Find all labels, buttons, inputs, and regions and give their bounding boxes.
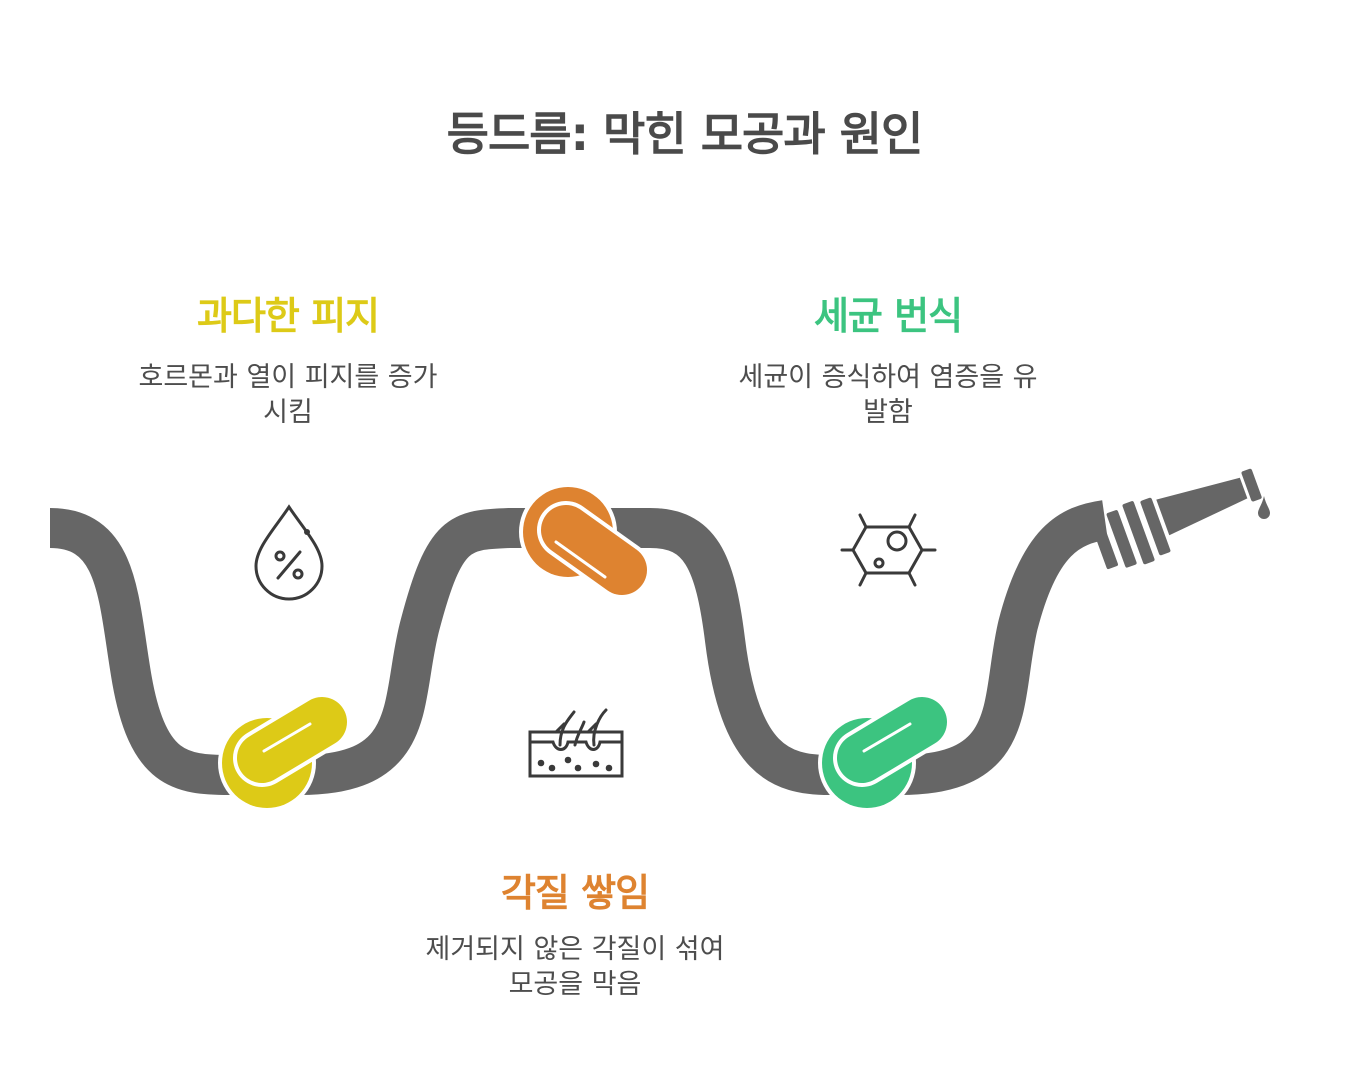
step-keratin-desc-line1: 제거되지 않은 각질이 섞여 [425,934,725,965]
step-oil-description: 호르몬과 열이 피지를 증가 시킴 [98,360,478,430]
hose [48,500,1109,795]
step-keratin-desc-line2: 모공을 막음 [508,969,642,1000]
knot-oil [218,693,351,812]
bacteria-virus-icon [840,513,937,587]
step-keratin-heading: 각질 쌓임 [500,871,650,915]
step-bacteria-heading: 세균 번식 [813,294,963,338]
page-title: 등드름: 막힌 모공과 원인 [446,107,924,161]
skin-layer-hair-icon [528,708,624,778]
step-bacteria-desc-line1: 세균이 증식하여 염증을 유 [738,362,1038,393]
step-oil-desc-line1: 호르몬과 열이 피지를 증가 [138,362,438,393]
water-drop [1258,496,1270,519]
knot-keratin [519,483,651,599]
step-bacteria-description: 세균이 증식하여 염증을 유 발함 [698,360,1078,430]
step-bacteria-desc-line2: 발함 [863,397,913,428]
knot-bacteria [818,693,951,812]
step-oil-desc-line2: 시킴 [263,397,313,428]
step-keratin-description: 제거되지 않은 각질이 섞여 모공을 막음 [385,932,765,1002]
oil-drop-percent-icon [254,504,324,601]
hose-nozzle [1091,468,1270,570]
step-oil-heading: 과다한 피지 [196,294,380,338]
